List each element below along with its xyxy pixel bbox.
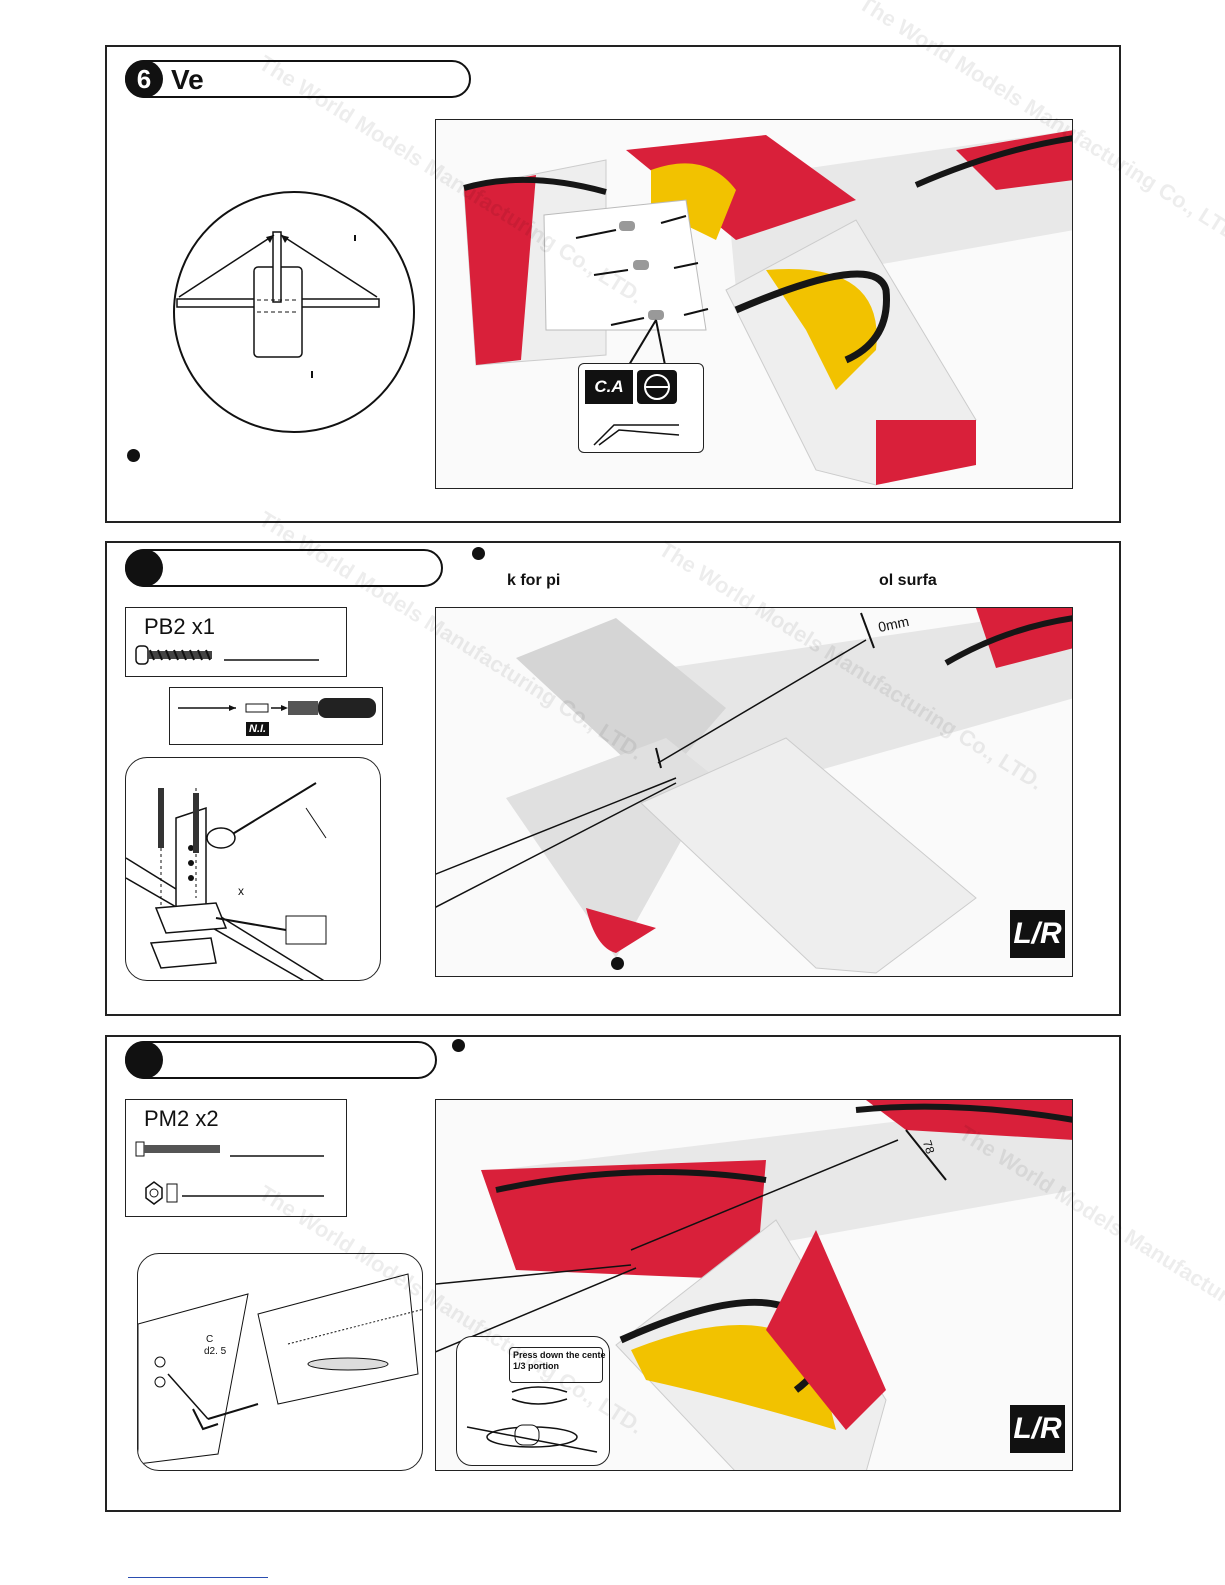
control-horn-illustration <box>126 782 327 980</box>
detail-c-label: C <box>206 1334 214 1345</box>
assembly-photo-pushrod: 78 Press down the cente 1/3 portion L/R <box>435 1099 1073 1471</box>
press-note-line2: 1/3 portion <box>513 1361 560 1371</box>
assembly-photo-horn: 0mm L/R <box>435 607 1073 977</box>
step-8-panel: PM2 x2 C d2. 5 <box>105 1035 1225 1512</box>
hinge-icon <box>637 370 677 404</box>
link-underline <box>128 1577 268 1578</box>
pliers-icon <box>466 1386 598 1453</box>
part-code: PM2 x2 <box>144 1106 219 1131</box>
detail-x-label: x <box>238 884 244 898</box>
crimp-detail: Press down the cente 1/3 portion <box>456 1336 610 1466</box>
note-bullet <box>611 957 624 970</box>
step-header <box>125 1041 437 1079</box>
left-right-badge: L/R <box>1010 1405 1065 1453</box>
step-number <box>125 549 163 587</box>
tool-label: N.I. <box>246 722 270 736</box>
pushrod-detail: C d2. 5 <box>137 1253 423 1471</box>
part-code: PB2 x1 <box>144 614 215 639</box>
detail-drill-label: d2. 5 <box>204 1346 227 1357</box>
step-header <box>125 549 443 587</box>
note-bullet <box>127 449 140 462</box>
left-right-badge: L/R <box>1010 910 1065 958</box>
ca-glue-callout: C.A <box>578 363 704 453</box>
ca-label: C.A <box>585 370 633 404</box>
pushrod-illustration <box>138 1273 422 1465</box>
step-header: 6 Ve <box>125 60 471 98</box>
step-6-panel: 6 Ve <box>105 0 1225 523</box>
alignment-diagram <box>173 191 415 433</box>
tool-box: N.I. <box>169 687 383 745</box>
assembly-photo-fin: C.A <box>435 119 1073 489</box>
control-horn-detail: x <box>125 757 381 981</box>
bolt-and-nut-icon <box>135 1141 324 1205</box>
step-title: Ve <box>171 64 204 95</box>
press-note-line1: Press down the cente <box>513 1350 606 1360</box>
screw-icon <box>135 645 319 665</box>
note-text-right: ol surfa <box>879 572 937 589</box>
note-bullet <box>472 547 485 560</box>
step-7-panel: k for pi ol surfa PB2 x1 N.I. <box>105 506 1121 1016</box>
screwdriver-icon <box>178 698 376 718</box>
glue-bottle-icon <box>593 424 680 446</box>
stab-underside-illustration <box>436 608 1072 976</box>
note-bullet <box>452 1039 465 1052</box>
fin-illustration <box>436 120 1072 488</box>
step-number <box>125 1041 163 1079</box>
parts-box: PB2 x1 <box>125 607 347 677</box>
parts-box: PM2 x2 <box>125 1099 347 1217</box>
note-text-left: k for pi <box>507 572 561 589</box>
step-number: 6 <box>125 60 163 98</box>
